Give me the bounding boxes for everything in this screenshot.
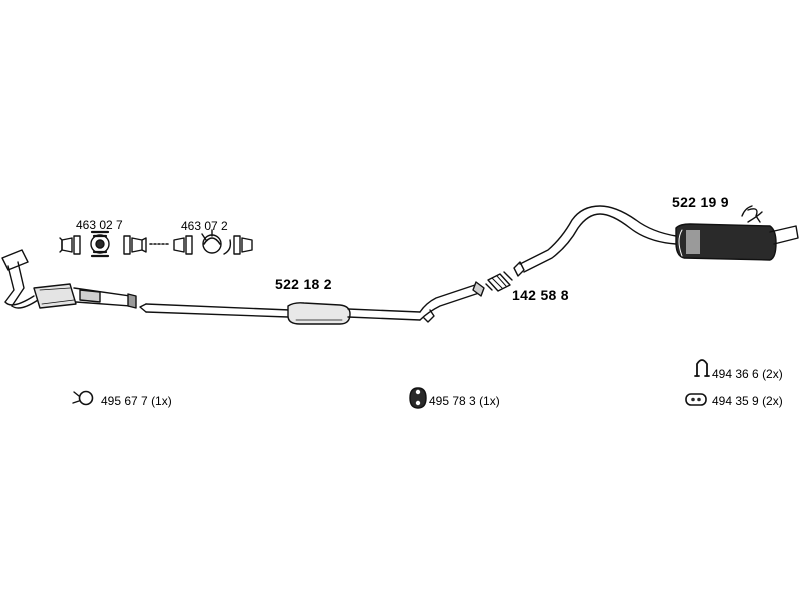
accessory-ring-label: 494 35 9 (2x) <box>712 395 783 407</box>
connector-sleeve <box>485 271 513 292</box>
accessory-rubber-mount-qty: (1x) <box>479 394 500 408</box>
rubber-mount-icon <box>409 387 427 409</box>
rear-muffler-pipe <box>513 205 799 277</box>
clamp-kit-b-icon <box>173 229 253 255</box>
accessory-hanger-qty: (2x) <box>762 367 783 381</box>
front-muffler-pipe <box>139 281 485 325</box>
accessory-hanger-number: 494 36 6 <box>712 367 759 381</box>
clamp-kit-a-icon <box>59 230 147 258</box>
accessory-hanger-label: 494 36 6 (2x) <box>712 368 783 380</box>
front-pipe-with-catalyst <box>1 249 137 309</box>
accessory-clamp-label: 495 67 7 (1x) <box>101 395 172 407</box>
accessory-ring-number: 494 35 9 <box>712 394 759 408</box>
accessory-rubber-mount-number: 495 78 3 <box>429 394 476 408</box>
connector-label: 142 58 8 <box>512 287 569 303</box>
front-muffler-label: 522 18 2 <box>275 276 332 292</box>
rubber-ring-icon <box>685 393 707 406</box>
accessory-ring-qty: (2x) <box>762 394 783 408</box>
clamp-ring-icon <box>72 390 94 406</box>
hanger-hook-icon <box>694 359 710 377</box>
rear-muffler-label: 522 19 9 <box>672 194 729 210</box>
accessory-rubber-mount-label: 495 78 3 (1x) <box>429 395 500 407</box>
accessory-clamp-number: 495 67 7 <box>101 394 148 408</box>
accessory-clamp-qty: (1x) <box>151 394 172 408</box>
clamp-kit-a-label: 463 02 7 <box>76 218 123 232</box>
clamp-kit-b-label: 463 07 2 <box>181 219 228 233</box>
